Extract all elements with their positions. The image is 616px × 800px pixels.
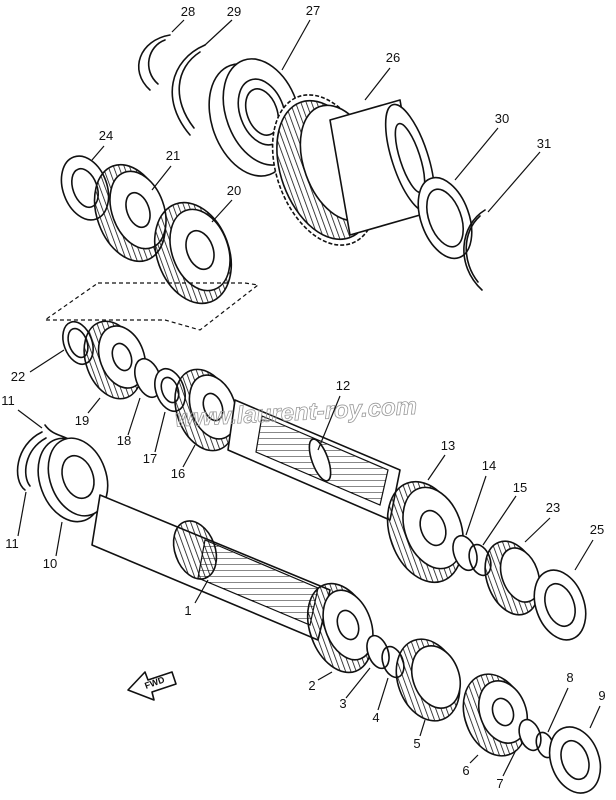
circlip-28 <box>138 34 171 91</box>
part-label-27: 27 <box>306 3 320 18</box>
leader-line-16 <box>182 444 196 468</box>
gear-16 <box>174 368 238 452</box>
part-label-26: 26 <box>386 50 400 65</box>
part-label-24: 24 <box>99 128 113 143</box>
leader-line-5 <box>419 719 426 737</box>
leader-line-26 <box>364 67 391 101</box>
part-label-31: 31 <box>537 136 551 151</box>
leader-line-29 <box>204 19 233 46</box>
part-label-13: 13 <box>441 438 455 453</box>
part-label-2: 2 <box>308 678 315 693</box>
part-label-11: 11 <box>5 536 19 551</box>
part-label-14: 14 <box>482 458 496 473</box>
leader-line-10 <box>55 521 63 557</box>
bearing-30 <box>417 176 473 260</box>
part-label-1: 1 <box>184 603 191 618</box>
part-label-11: 11 <box>1 393 15 408</box>
alternative-gear-group-outline <box>43 282 260 331</box>
part-label-9: 9 <box>598 688 605 703</box>
leader-line-14 <box>465 475 487 536</box>
leader-line-25 <box>574 539 594 571</box>
gear-21 <box>93 163 167 263</box>
gear-13 <box>386 480 464 584</box>
leader-line-28 <box>171 19 185 33</box>
leader-line-11 <box>17 409 43 429</box>
part-label-30: 30 <box>495 111 509 126</box>
arrow-left-icon <box>127 671 177 701</box>
leader-line-12 <box>317 395 341 451</box>
part-label-29: 29 <box>227 4 241 19</box>
leader-line-13 <box>427 454 446 481</box>
part-label-4: 4 <box>372 710 379 725</box>
part-label-10: 10 <box>43 556 57 571</box>
leader-line-9 <box>589 705 601 729</box>
leader-line-30 <box>454 127 499 181</box>
leader-line-19 <box>87 397 101 414</box>
part-label-28: 28 <box>181 4 195 19</box>
leader-line-6 <box>469 754 479 764</box>
fwd-direction-arrow: FWD <box>127 671 177 701</box>
leader-line-23 <box>524 517 551 543</box>
part-label-16: 16 <box>171 466 185 481</box>
leader-line-4 <box>377 677 389 711</box>
leader-lines <box>17 19 601 777</box>
leader-line-15 <box>482 495 517 546</box>
gear-23 <box>484 540 541 616</box>
bearing-9 <box>548 726 602 794</box>
gear-19 <box>83 320 147 400</box>
part-label-17: 17 <box>143 451 157 466</box>
gear-6 <box>462 673 529 757</box>
leader-line-18 <box>127 397 141 436</box>
part-label-5: 5 <box>413 736 420 751</box>
bearing-25 <box>533 569 587 641</box>
gear-20 <box>153 201 233 305</box>
part-label-22: 22 <box>11 369 25 384</box>
main-axle-12 <box>227 399 401 521</box>
part-label-19: 19 <box>75 413 89 428</box>
leader-line-24 <box>91 145 105 161</box>
leader-line-27 <box>281 19 311 71</box>
drive-axle-1 <box>91 494 331 641</box>
leader-line-31 <box>487 151 541 213</box>
part-label-7: 7 <box>496 776 503 791</box>
leader-line-17 <box>154 411 166 453</box>
part-label-21: 21 <box>166 148 180 163</box>
leader-line-21 <box>151 165 172 191</box>
gear-2 <box>306 582 374 674</box>
circlip-29 <box>171 44 206 136</box>
washer-7 <box>518 718 542 752</box>
leader-line-8 <box>547 687 569 733</box>
leader-line-20 <box>211 199 233 223</box>
drive-axle-gear-26 <box>271 94 436 246</box>
part-label-20: 20 <box>227 183 241 198</box>
gear-5 <box>395 638 462 722</box>
washer-14 <box>452 534 478 572</box>
leader-line-3 <box>345 667 371 699</box>
bearing-10 <box>37 437 109 523</box>
part-label-12: 12 <box>336 378 350 393</box>
part-label-18: 18 <box>117 433 131 448</box>
part-label-6: 6 <box>462 763 469 778</box>
leader-line-22 <box>29 349 65 373</box>
circlip-11-lower <box>16 431 47 491</box>
part-label-25: 25 <box>590 522 604 537</box>
part-callouts: 1234567891011111213141516171819202122232… <box>1 3 605 791</box>
leader-line-1 <box>194 579 209 604</box>
leader-line-11 <box>17 491 27 537</box>
part-label-23: 23 <box>546 500 560 515</box>
part-label-15: 15 <box>513 480 527 495</box>
part-label-3: 3 <box>339 696 346 711</box>
part-label-8: 8 <box>566 670 573 685</box>
circlip-31 <box>463 209 486 291</box>
leader-line-7 <box>502 749 517 777</box>
leader-line-2 <box>317 671 333 681</box>
